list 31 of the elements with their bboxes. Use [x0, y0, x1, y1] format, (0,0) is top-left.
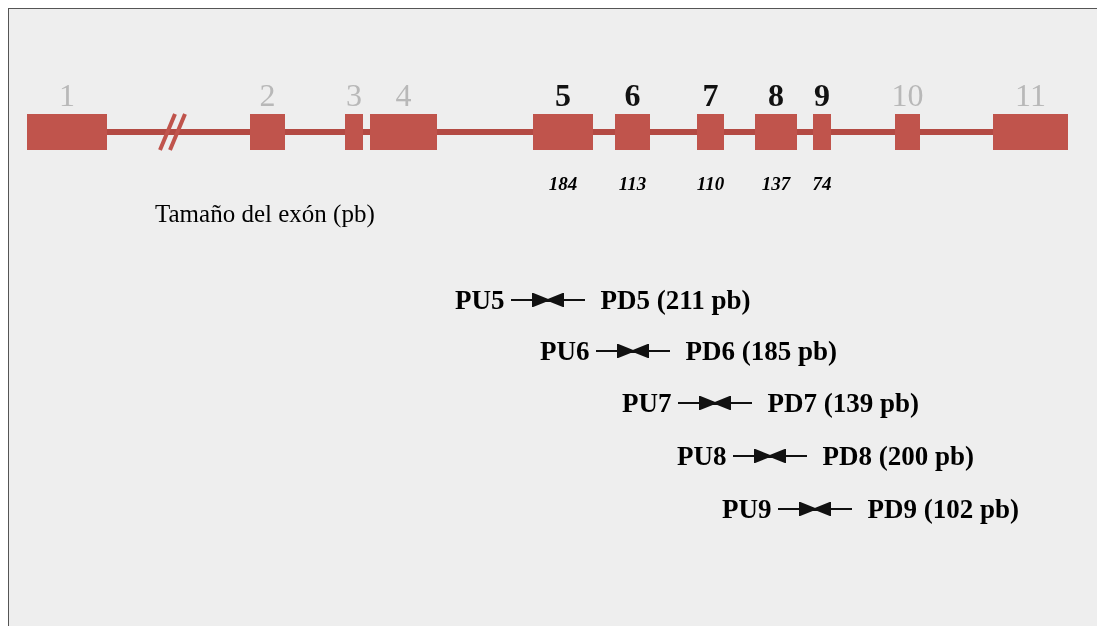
intron-line	[650, 129, 697, 135]
intron-line	[724, 129, 755, 135]
primer-label: PD5 (211 pb)	[600, 285, 751, 315]
exon-size: 113	[618, 173, 647, 195]
axis-caption: Tamaño del exón (pb)	[155, 200, 375, 228]
exon-number: 8	[768, 78, 784, 112]
intron-line	[831, 129, 895, 135]
exon-size: 184	[548, 173, 578, 195]
primer-label: PU7	[622, 388, 672, 418]
exon-size: 74	[812, 173, 832, 195]
exon-number: 7	[702, 78, 719, 112]
intron-line	[285, 129, 345, 135]
exon-number: 6	[624, 78, 641, 112]
primer-label: PD6 (185 pb)	[685, 336, 837, 366]
primer-label: PU6	[540, 336, 590, 366]
exon-size: 110	[696, 173, 725, 195]
exon-number: 5	[555, 78, 571, 112]
primer-label: PD9 (102 pb)	[867, 494, 1019, 524]
intron-line	[920, 129, 993, 135]
intron-line	[593, 129, 615, 135]
primer-label: PD8 (200 pb)	[822, 441, 974, 471]
exon-number: 9	[814, 78, 830, 112]
intron-line	[797, 129, 813, 135]
primer-label: PU5	[455, 285, 505, 315]
primer-label: PU9	[722, 494, 772, 524]
intron-line	[107, 129, 250, 135]
exon-size: 137	[761, 173, 791, 195]
intron-line	[437, 129, 533, 135]
primer-label: PD7 (139 pb)	[767, 388, 919, 418]
primer-label: PU8	[677, 441, 727, 471]
intron-line	[363, 129, 370, 135]
